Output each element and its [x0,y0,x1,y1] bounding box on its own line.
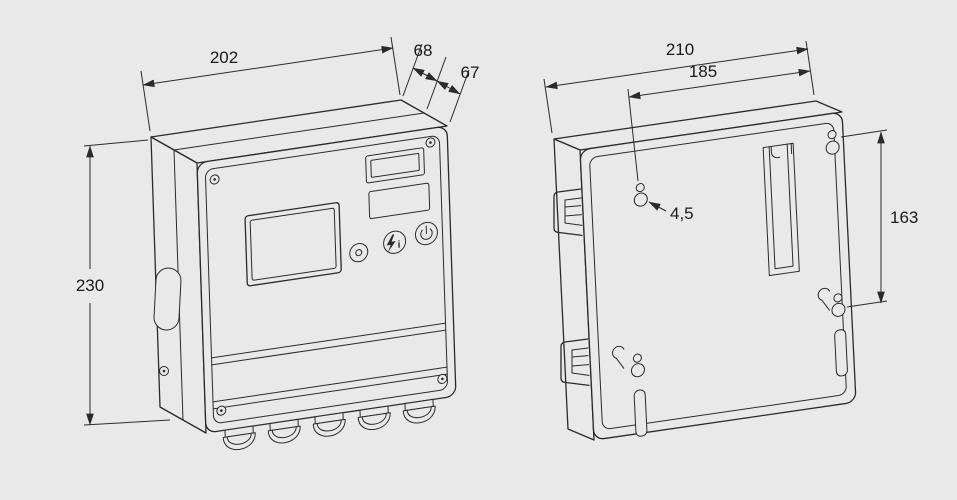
dim-front-depth: 68 67 [402,41,480,123]
depth-door-dim-label: 67 [461,63,480,82]
power-button [414,221,438,246]
status-display-window [370,152,420,178]
front-width-dim-label: 202 [210,48,238,67]
mounting-hole [833,293,843,303]
rear-cover-outline [589,122,847,430]
hole-diameter-label: 4,5 [670,204,694,223]
dim-front-width: 202 [140,36,401,132]
rear-width-mounting-dim-label: 185 [689,62,717,81]
mounting-slot [633,389,648,437]
info-button: i [383,230,407,254]
side-screw [159,366,169,376]
dim-rear-width-mounting: 185 [627,62,811,182]
mounting-hole [635,183,645,193]
cable-gland [357,405,392,433]
front-isometric-view: i 202 [76,36,480,453]
front-panel-group: i [196,126,457,453]
extension-line [390,36,401,96]
cover-seam-line [211,329,447,366]
cable-gland [402,398,437,426]
rear-height-mounting-dim-label: 163 [890,208,918,227]
extension-line [449,69,470,123]
cable-hook-icon [817,287,831,311]
dim-rear-width-overall: 210 [543,40,815,134]
mounting-hole [633,192,648,207]
gland-plate-seam-line [212,366,448,403]
mounting-hole [827,130,837,140]
hinge-channel-inner [768,143,794,270]
rear-mounting-view: 210 185 163 4,5 [543,40,918,441]
side-slot [153,267,182,331]
extension-line [543,78,553,134]
depth-body-dim-label: 68 [414,41,433,60]
cable-hook-icon [612,345,625,369]
dimension-line [628,68,811,100]
info-icon: i [398,239,401,250]
mounting-hole [825,140,840,155]
rear-face-group [579,112,857,440]
mounting-hole [831,302,846,317]
dimension-line [545,46,809,90]
gland-plate-seam-line [212,373,448,410]
dimension-line [142,45,394,88]
cable-gland [267,418,302,446]
main-display [244,202,342,287]
cable-gland [312,411,347,439]
rear-width-overall-dim-label: 210 [666,40,694,59]
reset-button [349,243,369,263]
dim-rear-height-mounting: 163 [840,129,918,308]
extension-line [426,56,447,110]
power-icon [420,228,433,240]
seam-line-top [173,112,425,151]
dim-hole-diameter: 4,5 [648,201,694,223]
extension-line [83,139,149,147]
dim-front-height: 230 [76,139,171,426]
main-display-window [249,207,337,281]
reset-dot-icon [355,249,363,257]
front-door-outline [205,135,448,424]
extension-line [627,88,639,182]
front-height-dim-label: 230 [76,276,104,295]
cover-seam-line [211,322,447,359]
mounting-hole [632,353,642,363]
dimension-line [412,67,438,82]
dimension-line [436,80,461,95]
flash-icon [386,234,396,253]
extension-line [840,129,888,138]
leader-line [648,201,667,212]
status-display [365,147,425,184]
label-window [368,182,431,220]
hinge-hook-icon [770,145,781,159]
extension-line [140,70,151,132]
mounting-hole [630,363,645,378]
hinge-channel [762,142,800,277]
cable-gland [222,425,257,453]
extension-line [83,419,171,426]
rear-face [579,112,857,440]
mounting-slot [834,329,848,377]
